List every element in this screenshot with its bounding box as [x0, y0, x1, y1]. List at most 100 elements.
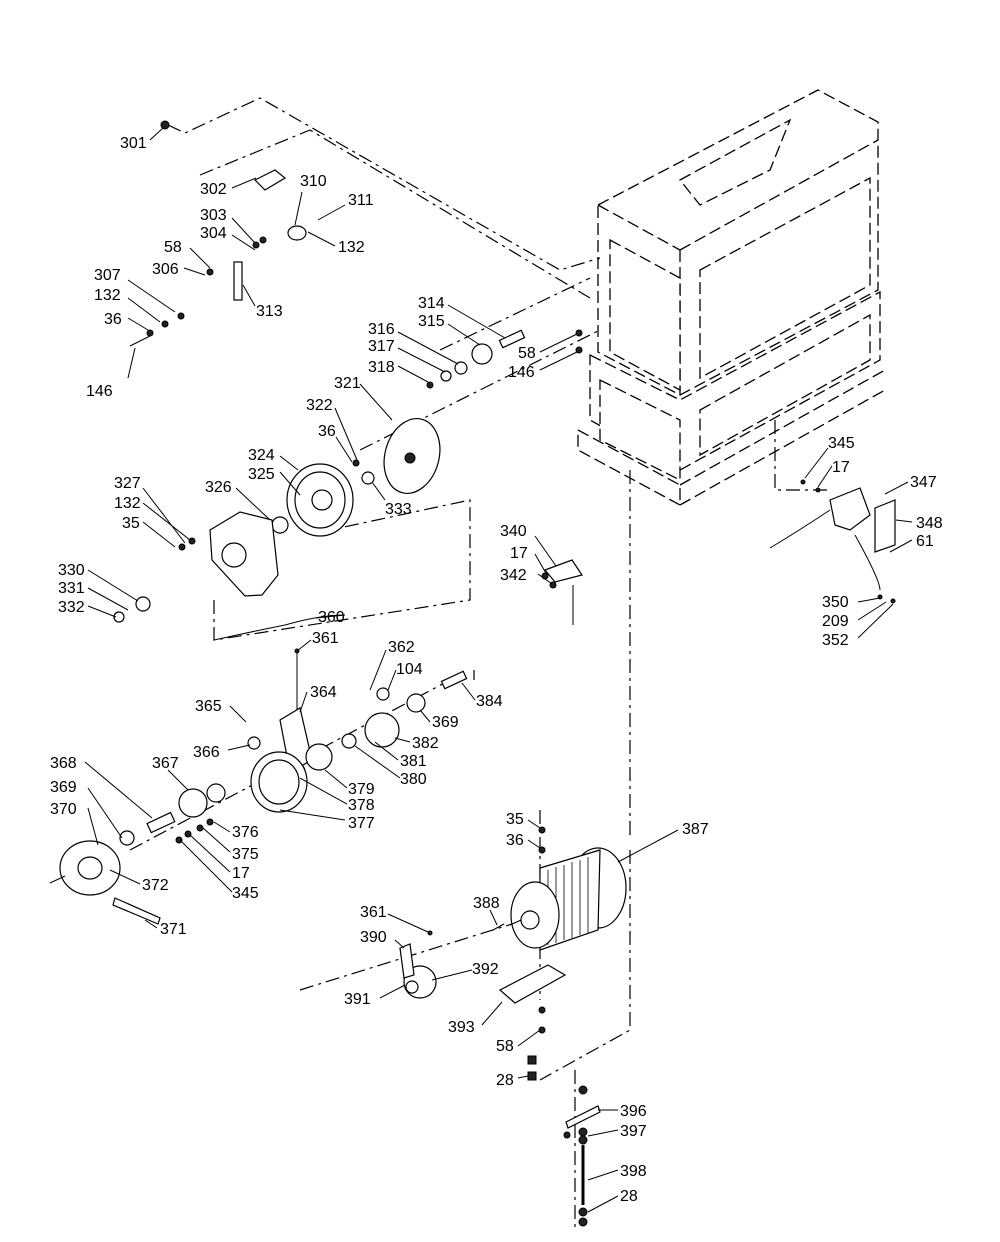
label-393: 393 [448, 1019, 475, 1036]
label-17-c: 17 [232, 865, 250, 882]
label-304: 304 [200, 225, 227, 242]
part-384-shaft [440, 670, 468, 690]
leader-lines [84, 127, 913, 1213]
label-375: 375 [232, 846, 259, 863]
label-146-b: 146 [508, 364, 535, 381]
label-318: 318 [368, 359, 395, 376]
label-327: 327 [114, 475, 141, 492]
part-number-labels: 301 302 303 304 58 306 307 132 36 146 31… [50, 135, 943, 1205]
part-310-collar [287, 225, 307, 241]
label-377: 377 [348, 815, 375, 832]
label-392: 392 [472, 961, 499, 978]
label-331: 331 [58, 580, 85, 597]
part-368-shaft [146, 811, 176, 834]
part-330-gear [135, 596, 151, 612]
part-360-cord [213, 614, 346, 641]
label-302: 302 [200, 181, 227, 198]
label-391: 391 [344, 991, 371, 1008]
label-365: 365 [195, 698, 222, 715]
label-361-a: 361 [312, 630, 339, 647]
label-326: 326 [205, 479, 232, 496]
label-381: 381 [400, 753, 427, 770]
label-58-a: 58 [164, 239, 182, 256]
label-364: 364 [310, 684, 337, 701]
label-315: 315 [418, 313, 445, 330]
part-315-sprocket [471, 343, 493, 365]
part-313-lever [233, 261, 243, 301]
label-35-a: 35 [122, 515, 140, 532]
label-369-b: 369 [50, 779, 77, 796]
part-379-pulley [305, 743, 333, 771]
label-398: 398 [620, 1163, 647, 1180]
label-390: 390 [360, 929, 387, 946]
pulley-assembly-parts [49, 614, 468, 925]
assembly-centerlines [129, 97, 830, 1230]
label-28-b: 28 [620, 1188, 638, 1205]
label-311: 311 [348, 192, 374, 209]
label-36-c: 36 [506, 832, 524, 849]
motor-parts [399, 826, 627, 1081]
label-372: 372 [142, 877, 169, 894]
label-370: 370 [50, 801, 77, 818]
label-209: 209 [822, 613, 849, 630]
label-350: 350 [822, 594, 849, 611]
part-393-plate [498, 964, 567, 1004]
label-367: 367 [152, 755, 179, 772]
part-301-ball [160, 120, 170, 130]
gear-drive-parts [113, 418, 441, 623]
label-317: 317 [368, 338, 395, 355]
label-313: 313 [256, 303, 283, 320]
label-324: 324 [248, 447, 275, 464]
part-314-shaft [498, 329, 526, 349]
part-396-bracket [565, 1105, 601, 1129]
label-306: 306 [152, 261, 179, 278]
label-321: 321 [334, 375, 361, 392]
label-17-b: 17 [510, 545, 528, 562]
label-17-a: 17 [832, 459, 850, 476]
label-35-b: 35 [506, 811, 524, 828]
label-132-c: 132 [114, 495, 141, 512]
label-345-b: 345 [232, 885, 259, 902]
label-58-c: 58 [496, 1038, 514, 1055]
label-371: 371 [160, 921, 187, 938]
part-347-switch [829, 487, 871, 531]
label-303: 303 [200, 207, 227, 224]
part-367-housing [178, 788, 208, 818]
label-36-b: 36 [318, 423, 336, 440]
label-362: 362 [388, 639, 415, 656]
label-397: 397 [620, 1123, 647, 1140]
part-333-nut [361, 471, 375, 485]
label-379: 379 [348, 781, 375, 798]
upper-shaft-parts [129, 120, 583, 389]
part-382-hub [364, 712, 400, 748]
label-384: 384 [476, 693, 503, 710]
label-342: 342 [500, 567, 527, 584]
adjuster-parts [563, 1085, 601, 1227]
label-36-a: 36 [104, 311, 122, 328]
label-58-b: 58 [518, 345, 536, 362]
part-340-bracket [543, 559, 583, 583]
label-366: 366 [193, 744, 220, 761]
label-61: 61 [916, 533, 934, 550]
label-104: 104 [396, 661, 423, 678]
part-302-bracket [253, 169, 287, 191]
label-348: 348 [916, 515, 943, 532]
label-325: 325 [248, 466, 275, 483]
part-390-key [399, 943, 415, 979]
label-310: 310 [300, 173, 327, 190]
label-340: 340 [500, 523, 527, 540]
label-352: 352 [822, 632, 849, 649]
label-333: 333 [385, 501, 412, 518]
cabinet-assembly [577, 89, 886, 507]
part-371-belt [112, 897, 161, 925]
label-369-a: 369 [432, 714, 459, 731]
label-345-a: 345 [828, 435, 855, 452]
label-360: 360 [318, 609, 345, 626]
label-396: 396 [620, 1103, 647, 1120]
label-347: 347 [910, 474, 937, 491]
label-307: 307 [94, 267, 121, 284]
label-368: 368 [50, 755, 77, 772]
switch-parts [541, 479, 896, 625]
label-378: 378 [348, 797, 375, 814]
